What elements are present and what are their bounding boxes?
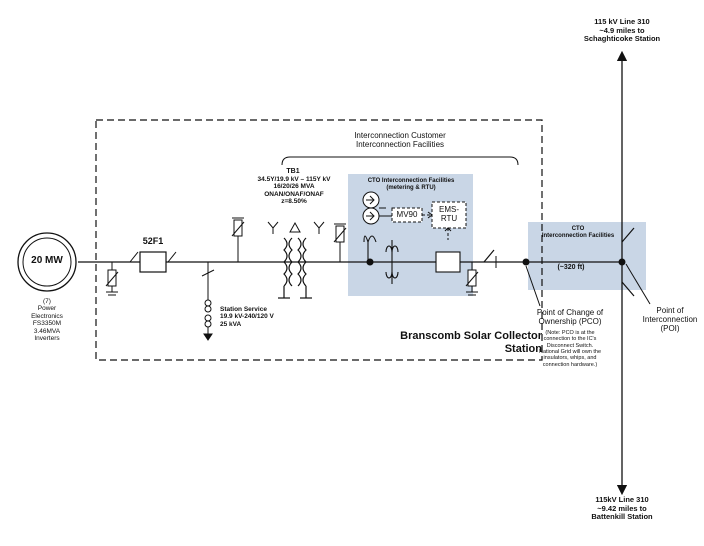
breaker-label: 52F1 bbox=[142, 236, 164, 246]
generator-description: (7) Power Electronics FS3350M 3.46MVA In… bbox=[31, 298, 63, 343]
station-service-text: Station Service 19.9 kV-240/120 V 25 kVA bbox=[220, 306, 274, 328]
disconnect-box bbox=[435, 251, 461, 273]
cto-facilities-region bbox=[528, 222, 646, 290]
poi-leader bbox=[625, 263, 651, 305]
ems-rtu-label: EMS- RTU bbox=[439, 205, 459, 224]
ems-rtu-box bbox=[431, 201, 467, 229]
transformer-tb1 bbox=[278, 237, 312, 299]
generator-symbol bbox=[17, 232, 77, 292]
transformer-label: TB1 bbox=[286, 168, 300, 175]
breaker-switch-left bbox=[129, 251, 139, 263]
station-title: Branscomb Solar Collector Station bbox=[400, 330, 542, 355]
breaker-52f1 bbox=[139, 251, 167, 273]
station-service-branch bbox=[201, 262, 215, 341]
surge-arrester-2 bbox=[231, 217, 245, 262]
metering-instrument-transformers bbox=[363, 235, 399, 284]
cto-metering-label: CTO Interconnection Facilities (metering… bbox=[367, 178, 455, 191]
pco-label: Point of Change of Ownership (PCO) bbox=[536, 308, 604, 327]
poi-label: Point of Interconnection (POI) bbox=[642, 306, 698, 334]
surge-arrester-3 bbox=[333, 223, 347, 262]
mv90-label: MV90 bbox=[396, 210, 418, 219]
distance-label: (~320 ft) bbox=[557, 264, 585, 271]
line-north-label: 115 kV Line 310 ~4.9 miles to Schaghtico… bbox=[583, 17, 661, 44]
customer-facilities-label: Interconnection Customer Interconnection… bbox=[354, 131, 446, 150]
pco-node bbox=[522, 258, 530, 266]
pco-leader bbox=[525, 265, 541, 307]
cto-facilities-label: CTO Interconnection Facilities bbox=[541, 226, 615, 239]
pco-note: (Note: PCO is at the connection to the I… bbox=[538, 330, 602, 368]
surge-arrester-4 bbox=[465, 262, 479, 296]
winding-symbols bbox=[267, 221, 325, 234]
transformer-specs: 34.5Y/19.9 kV – 115Y kV 16/20/26 MVA ONA… bbox=[257, 176, 331, 206]
station-boundary bbox=[95, 119, 543, 361]
line-south-label: 115kV Line 310 ~9.42 miles to Battenkill… bbox=[591, 495, 653, 522]
surge-arrester-1 bbox=[105, 262, 119, 296]
cto-metering-region bbox=[348, 174, 473, 296]
meter-symbols bbox=[362, 191, 392, 225]
poi-node bbox=[618, 258, 626, 266]
generator-rating: 20 MW bbox=[31, 255, 63, 266]
poi-switch-south bbox=[621, 281, 635, 297]
poi-switch-north bbox=[621, 227, 635, 243]
ic-disconnect-switch bbox=[483, 249, 495, 263]
customer-facilities-bracket bbox=[281, 156, 519, 166]
